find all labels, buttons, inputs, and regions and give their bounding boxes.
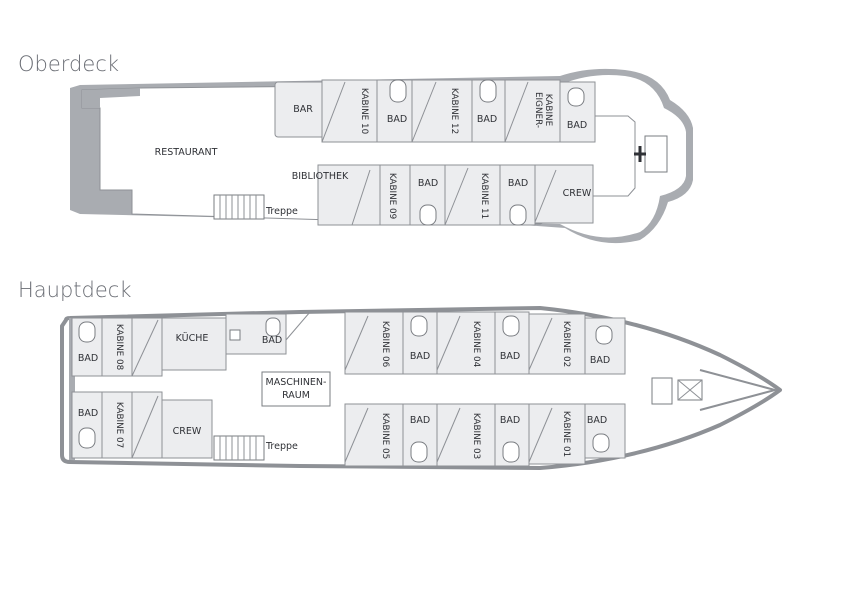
bad-label-05: BAD [410,415,430,426]
kabine-08-label: KABINE 08 [114,324,124,370]
bad-label-12: BAD [477,114,497,125]
kabine-03-label: KABINE 03 [471,413,481,459]
kabine-04-label: KABINE 04 [471,321,481,368]
oberdeck-hull [70,68,693,244]
hauptdeck-stairs [213,435,265,461]
oberdeck-corner [82,88,140,108]
kabine-06-label: KABINE 06 [380,321,390,368]
kabine-07-label: KABINE 07 [114,402,124,448]
eigner-label-line2: KABINE [543,94,553,126]
bar-label: BAR [293,104,313,115]
kabine-12-label: KABINE 12 [449,88,459,134]
oberdeck-treppe-label: Treppe [265,206,298,217]
kabine-07-room [101,391,133,459]
oberdeck-plan: RESTAURANT BAR BIBLIOTHEK Treppe CREW KA… [70,68,693,244]
bad-label-09: BAD [418,178,438,189]
helm-icon [634,146,646,162]
hauptdeck-plan: KÜCHE MASCHINEN- RAUM Treppe CREW KABINE… [60,306,782,470]
eigner-room [504,79,561,143]
kabine-11-label: KABINE 11 [479,173,489,219]
bad-label-06: BAD [410,351,430,362]
bad-label-02: BAD [590,355,610,366]
bad-label-08: BAD [78,353,98,364]
kabine-11-room [444,164,501,226]
crew-room-hauptdeck [161,399,213,459]
eigner-label-line1: EIGNER- [533,92,543,128]
oberdeck-crew-label: CREW [563,188,592,199]
hauptdeck-title: Hauptdeck [18,278,132,302]
bad-label-01: BAD [587,415,607,426]
kabine-09-label: KABINE 09 [387,173,397,219]
bibliothek-label: BIBLIOTHEK [292,171,349,182]
anchor-hatch [651,377,673,405]
kabine-09-room [379,164,411,226]
kabine-02-label: KABINE 02 [561,321,571,367]
kabine-02-room [528,313,586,375]
windlass-icon [677,379,703,401]
kabine-04-room [436,311,496,375]
maschinen-label-line1: MASCHINEN- [266,377,327,388]
bridge-box [644,135,668,173]
oberdeck-stairs [213,194,265,220]
bad-label-eigner: BAD [567,120,587,131]
hauptdeck-treppe-label: Treppe [265,441,298,452]
kabine-10-label: KABINE 10 [359,88,369,135]
kueche-label: KÜCHE [176,333,209,344]
bad-04-room [494,311,530,375]
bad-label-07: BAD [78,408,98,419]
bad-label-kueche: BAD [262,335,282,346]
kabine-01-label: KABINE 01 [561,411,571,457]
kabine-12-room [411,79,473,143]
kabine-06-room [344,311,404,375]
maschinen-label-line2: RAUM [282,390,310,401]
bad-label-03: BAD [500,415,520,426]
kabine-03-room [436,403,496,467]
kabine-01-room [528,403,586,465]
kabine-05-label: KABINE 05 [380,413,390,459]
bibliothek-room [317,164,381,226]
crew-room-oberdeck [534,164,594,224]
bad-label-04: BAD [500,351,520,362]
kabine-10-room [321,79,378,143]
bad-label-10: BAD [387,114,407,125]
kueche-room [161,317,227,371]
restaurant-label: RESTAURANT [155,147,218,158]
maschinenraum-box [261,371,331,407]
hauptdeck-crew-label: CREW [173,426,202,437]
bad-label-11: BAD [508,178,528,189]
bow-tip [699,369,779,411]
oberdeck-title: Oberdeck [18,52,119,76]
kabine-05-room [344,403,404,467]
kabine-08-room [101,317,133,377]
